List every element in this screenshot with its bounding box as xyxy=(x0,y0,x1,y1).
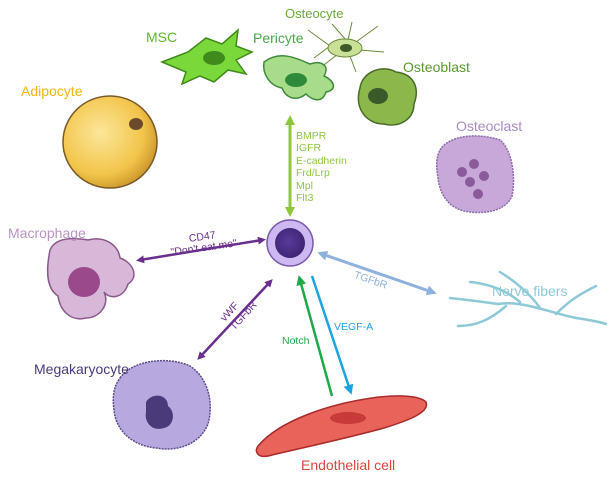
osteoclast-label: Osteoclast xyxy=(456,118,523,134)
factor-bmpr: BMPR xyxy=(296,130,327,142)
osteocyte-label: Osteocyte xyxy=(285,6,344,21)
tgfbr-nerve-arrow xyxy=(317,250,437,296)
osteoblast-label: Osteoblast xyxy=(403,59,470,75)
megakaryocyte-label: Megakaryocyte xyxy=(34,361,129,377)
megakaryocyte-cell xyxy=(112,359,211,450)
adipocyte-cell xyxy=(62,95,158,189)
msc-label: MSC xyxy=(146,29,178,45)
cd47-arrow xyxy=(136,236,266,264)
macrophage-label: Macrophage xyxy=(8,225,86,241)
notch-label: Notch xyxy=(282,335,310,347)
vegf-label: VEGF-A xyxy=(334,321,374,333)
osteoclast-cell xyxy=(435,135,515,214)
pericyte-label: Pericyte xyxy=(253,30,304,46)
factor-e-cadherin: E-cadherin xyxy=(296,154,347,167)
endothelial-cell xyxy=(255,395,428,458)
factor-flt3: Flt3 xyxy=(296,192,314,205)
niche-factors-label: BMPR IGFR E-cadherin Frd/Lrp Mpl Flt3 xyxy=(296,130,347,205)
msc-cell xyxy=(159,28,254,86)
factor-igfr: IGFR xyxy=(296,142,322,155)
osteocyte-cell xyxy=(307,21,385,73)
macrophage-cell xyxy=(46,237,135,320)
vegf-arrow xyxy=(310,275,354,395)
osteoblast-cell xyxy=(357,68,417,126)
hsc-cell xyxy=(266,219,314,267)
factor-mpl: Mpl xyxy=(296,179,313,192)
pericyte-cell xyxy=(262,55,335,101)
nerve-fibers xyxy=(448,270,608,328)
endothelial-cell-label: Endothelial cell xyxy=(301,457,396,473)
notch-arrow xyxy=(296,275,334,397)
vwf-arrow xyxy=(197,279,273,360)
nerve-fibers-label: Nerve fibers xyxy=(492,283,568,299)
factor-frd-lrp: Frd/Lrp xyxy=(296,167,330,180)
adipocyte-label: Adipocyte xyxy=(21,83,83,99)
